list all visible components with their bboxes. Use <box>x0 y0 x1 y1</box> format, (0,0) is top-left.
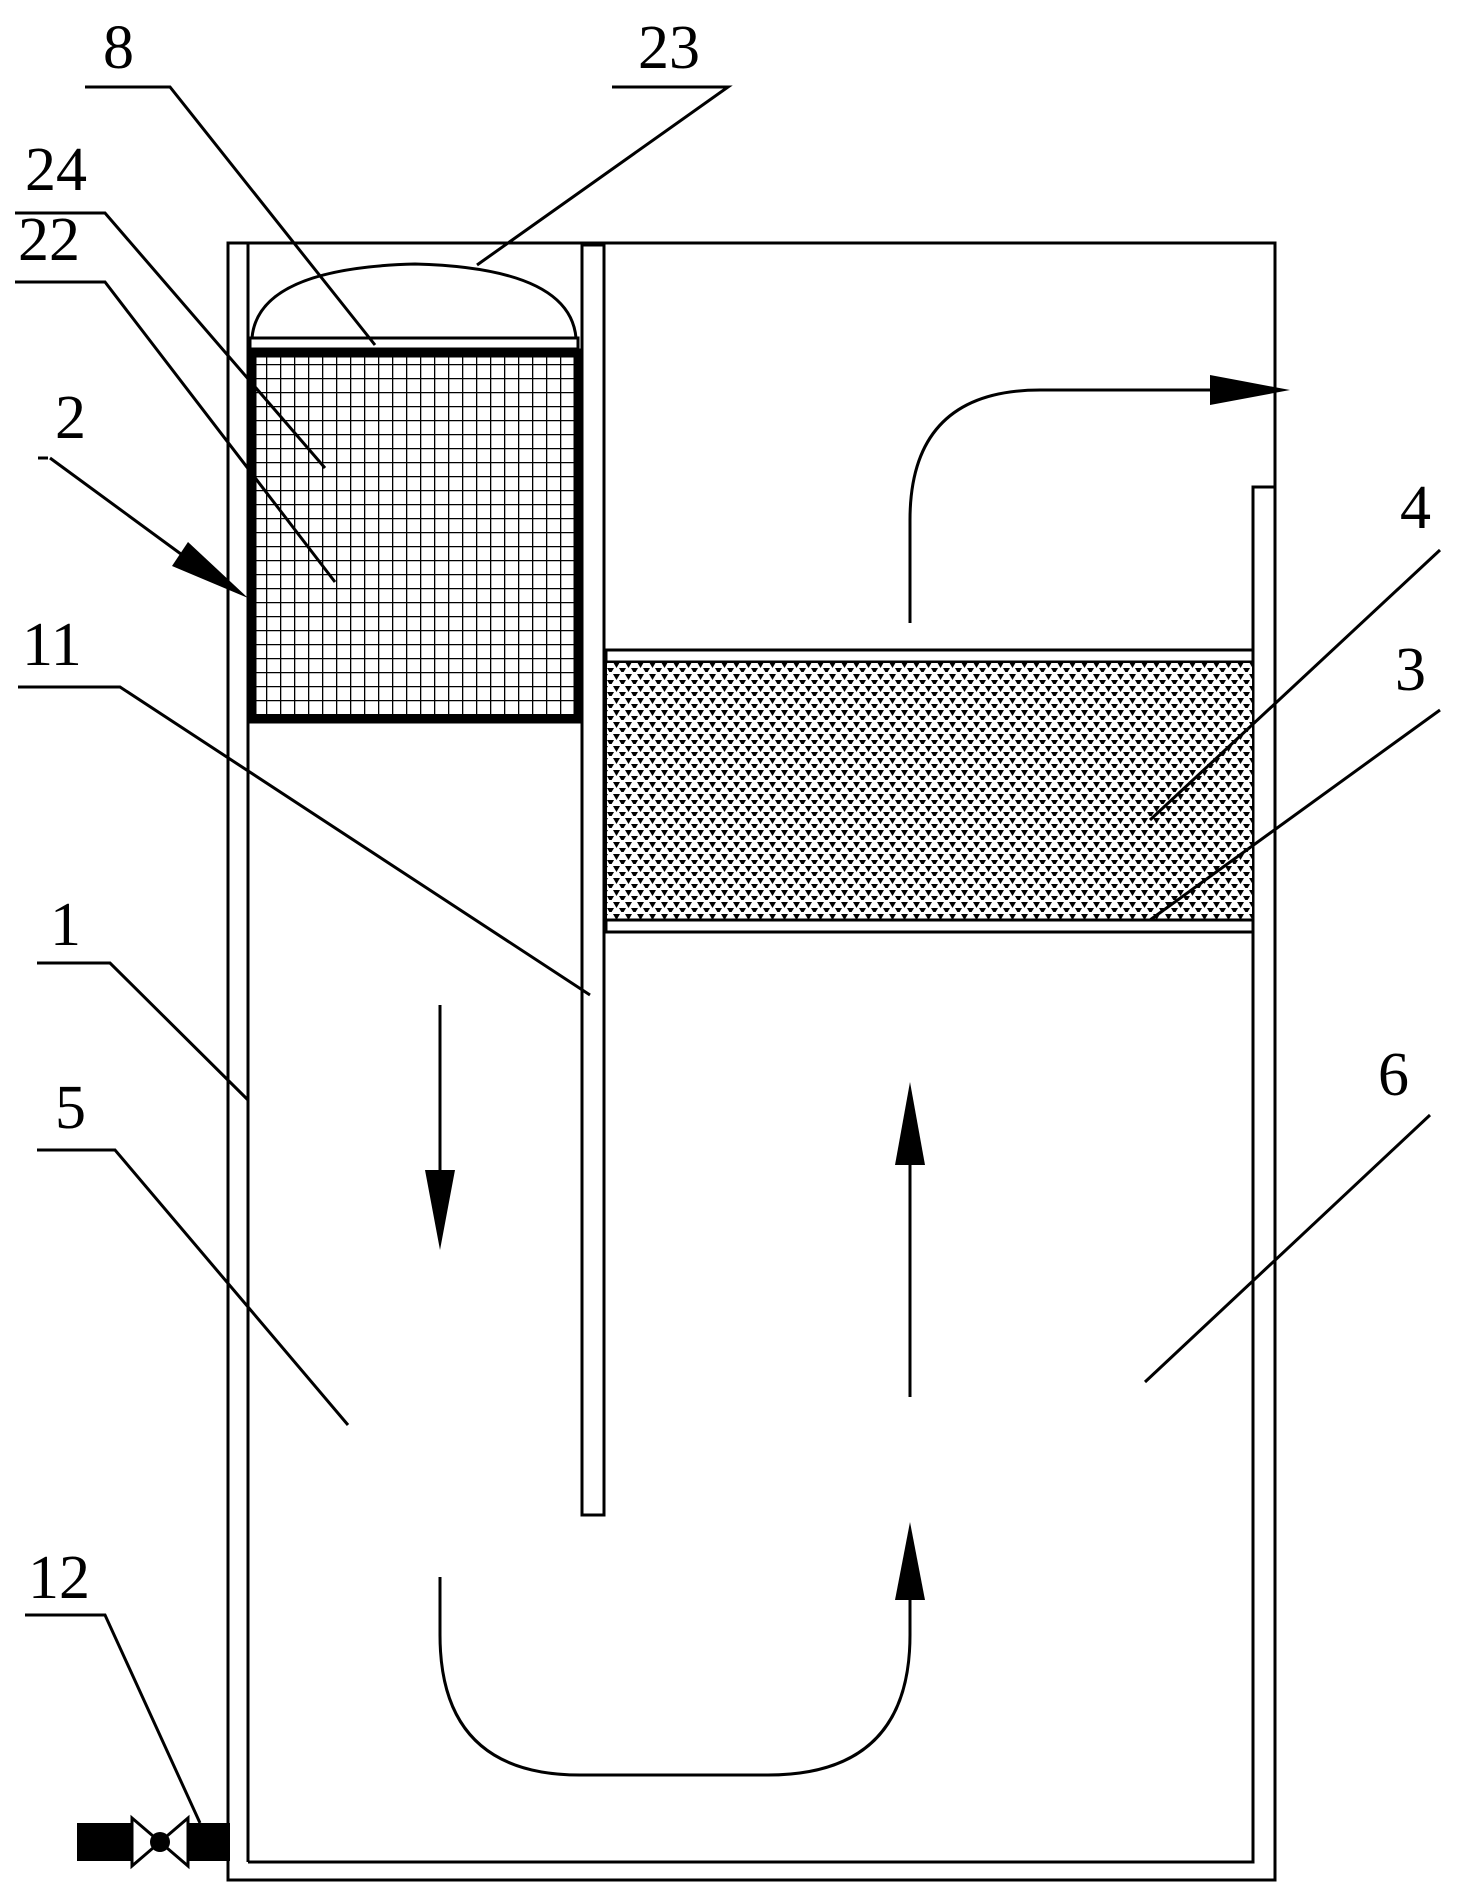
label-24: 24 <box>25 136 87 204</box>
label-3: 3 <box>1395 636 1426 704</box>
filter-cover-dome <box>250 262 578 339</box>
label-6: 6 <box>1378 1041 1409 1109</box>
cover-plate <box>248 336 580 351</box>
label-1: 1 <box>50 891 81 959</box>
label-22: 22 <box>18 206 80 274</box>
inlet-arrow <box>49 456 248 598</box>
label-4: 4 <box>1400 474 1431 542</box>
reference-labels: 8 23 24 22 2 11 4 3 1 5 6 12 <box>18 14 1431 1612</box>
label-23: 23 <box>638 14 700 82</box>
label-8: 8 <box>103 14 134 82</box>
label-5: 5 <box>55 1074 86 1142</box>
leader-lines <box>15 85 1442 1824</box>
mesh-filter-basket <box>247 348 583 724</box>
filter-media-layer <box>604 648 1255 921</box>
label-2: 2 <box>55 384 86 452</box>
label-11: 11 <box>22 611 82 679</box>
valve-icon <box>77 1814 230 1870</box>
partition-wall <box>580 243 606 1517</box>
support-plate <box>604 918 1255 934</box>
label-12: 12 <box>28 1544 90 1612</box>
arrow-icon <box>425 375 1290 1777</box>
